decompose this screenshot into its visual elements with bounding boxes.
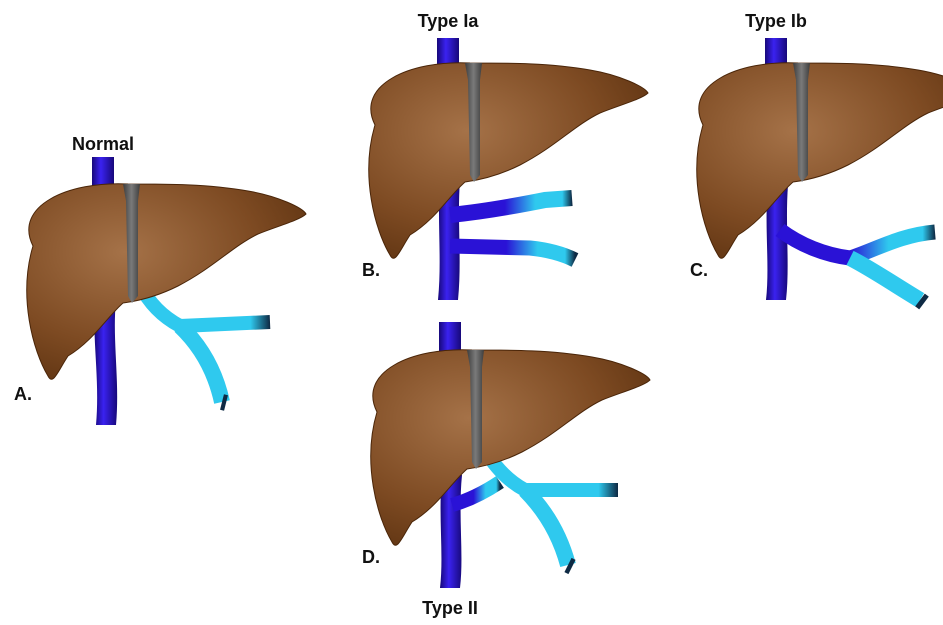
portal-vein-branch <box>450 198 572 215</box>
panel-title: Type Ib <box>745 11 807 31</box>
panel-a-normal: Normal A. <box>14 134 306 425</box>
panel-letter: B. <box>362 260 380 280</box>
portal-vein <box>180 326 222 402</box>
liver <box>371 350 650 545</box>
ivc-vessel <box>92 157 114 187</box>
portal-vein-branch <box>850 258 920 300</box>
ivc-vessel <box>439 322 461 352</box>
portal-vein-shadow <box>222 402 226 403</box>
panel-letter: D. <box>362 547 380 567</box>
panel-letter: C. <box>690 260 708 280</box>
panel-title: Type II <box>422 598 478 618</box>
panel-title: Type Ia <box>418 11 480 31</box>
liver <box>27 184 306 379</box>
portal-vein <box>488 455 618 490</box>
portal-vein-branch <box>450 246 575 260</box>
portal-vein-shadow <box>920 300 924 303</box>
panel-letter: A. <box>14 384 32 404</box>
portal-vein-shadow <box>568 565 572 567</box>
portal-vein <box>525 490 568 565</box>
panel-d-type-ii: Type II D. <box>362 322 650 618</box>
liver <box>369 63 648 258</box>
liver <box>697 63 943 258</box>
panel-b-type-ia: Type Ia B. <box>362 11 648 300</box>
panel-c-type-ib: Type Ib C. <box>690 11 943 303</box>
panel-title: Normal <box>72 134 134 154</box>
